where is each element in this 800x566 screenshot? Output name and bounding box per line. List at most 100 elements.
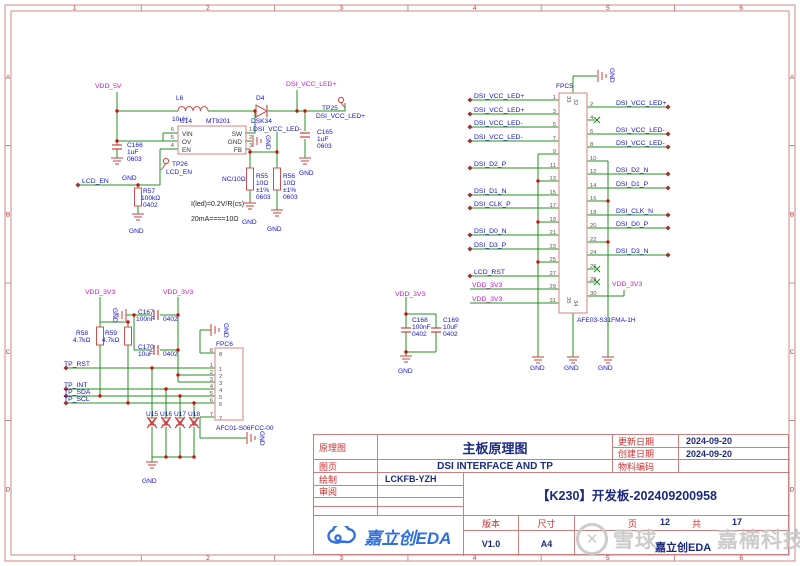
- pin-number: 35: [565, 297, 571, 303]
- pin-number: 11: [550, 163, 556, 169]
- ground-label: GND: [142, 478, 157, 485]
- resistor-symbol: [96, 326, 104, 346]
- component-ref: LCD_EN: [166, 169, 192, 176]
- junction-dot: [192, 455, 196, 459]
- power-net-label: VDD_5V: [95, 83, 122, 90]
- frame-column-label: 2: [206, 5, 210, 12]
- net-label: TP_RST: [64, 361, 90, 368]
- frame-column-label: 1: [73, 555, 77, 562]
- component-ref: FPC6: [216, 341, 233, 348]
- inductor-symbol: [177, 105, 209, 112]
- component-ref: R58: [76, 330, 88, 337]
- pin-number: 13: [550, 176, 556, 182]
- power-net-label: DSI_VCC_LED+: [286, 81, 336, 88]
- pin-number: 1: [553, 95, 556, 101]
- pin-number: 23: [550, 244, 556, 250]
- pin-number: 6: [171, 127, 174, 133]
- net-port-marker: [467, 138, 473, 144]
- pin-number: 6: [219, 402, 222, 408]
- esd-diode-symbol: [161, 417, 171, 427]
- net-port-marker: [467, 165, 473, 171]
- power-net-label: VDD_3V3: [85, 289, 115, 296]
- pin-name: FB: [234, 147, 242, 154]
- ground-label: GND: [264, 135, 271, 150]
- frame-column-label: 3: [339, 5, 343, 12]
- pin-number: 18: [590, 210, 596, 216]
- junction-dot: [176, 373, 180, 377]
- component-ref: TP26: [172, 161, 188, 168]
- net-label: TP_INT: [64, 382, 87, 389]
- company-name: 嘉立创EDA: [655, 542, 712, 554]
- component-ref: U15: [146, 411, 158, 418]
- component-ref: ±1%: [283, 187, 296, 194]
- junction-dot: [248, 150, 252, 154]
- component-ref: 1uF: [127, 149, 138, 156]
- net-label: DSI_VCC_LED-: [474, 134, 523, 141]
- pin-number: 22: [590, 237, 596, 243]
- component-ref: R55: [256, 173, 268, 180]
- pin-number: 26: [590, 264, 596, 270]
- pin-number: 4: [210, 384, 214, 390]
- pin-number: 20: [590, 223, 596, 229]
- pin-number: 2: [249, 135, 252, 141]
- component-ref: C169: [443, 317, 459, 324]
- dnp-x-mark: [146, 416, 158, 429]
- pin-number: 33: [565, 96, 571, 102]
- component-ref: 4.7kΩ: [73, 337, 90, 344]
- junction-dot: [606, 240, 610, 244]
- frame-row-label: B: [6, 211, 10, 218]
- pin-number: 2: [219, 374, 222, 380]
- titleblock-empty-cell: [314, 497, 377, 506]
- net-port-marker: [665, 131, 671, 137]
- component-ref: 0402: [163, 316, 178, 323]
- titleblock-label-updated: 更新日期: [612, 435, 678, 447]
- junction-dot: [606, 199, 610, 203]
- pin-number: 29: [550, 284, 556, 290]
- net-label: DSI_D2_N: [616, 167, 649, 174]
- junction-dot: [536, 260, 540, 264]
- pin-number: 4: [590, 115, 594, 121]
- pin-number: 27: [550, 271, 556, 277]
- frame-row-label: D: [6, 486, 11, 493]
- net-label: DSI_VCC_LED-: [253, 126, 302, 133]
- titleblock-label-drawn: 绘制: [314, 472, 377, 485]
- titleblock-label-page: 图页: [314, 459, 377, 472]
- titleblock-updated-date: 2024-09-20: [678, 435, 790, 447]
- component-ref: 0402: [143, 202, 158, 209]
- component-ref: 0603: [127, 156, 142, 163]
- titleblock-label-sheet-type: 原理图: [319, 442, 347, 453]
- component-ref: 10uH: [172, 116, 188, 123]
- frame-column-label: 5: [606, 555, 610, 562]
- net-label: DSI_CLK_N: [616, 208, 653, 215]
- junction-dot: [536, 220, 540, 224]
- net-label: DSI_CLK_P: [474, 201, 511, 208]
- page-word: 页: [628, 519, 638, 529]
- ground-label: GND: [564, 365, 579, 372]
- frame-column-label: 5: [606, 5, 610, 12]
- ground-label: GND: [299, 170, 314, 177]
- power-net-label: VDD_3V3: [612, 281, 642, 288]
- titleblock-label-size: 尺寸: [518, 515, 574, 530]
- component-ref: C167: [138, 309, 154, 316]
- component-ref: ±1%: [256, 187, 269, 194]
- pin-number: 16: [590, 196, 596, 202]
- pin-number: 24: [590, 250, 597, 256]
- frame-row-label: C: [6, 349, 11, 356]
- titleblock-title: 主板原理图: [377, 435, 612, 459]
- pin-number: 31: [550, 298, 556, 304]
- net-port-marker: [75, 182, 81, 188]
- component-ref: 10uF: [138, 351, 153, 358]
- frame-row-label: B: [790, 211, 794, 218]
- component-ref: FPC5: [556, 83, 573, 90]
- ground-label: GND: [608, 68, 615, 83]
- net-port-marker: [467, 246, 473, 252]
- net-port-marker: [467, 273, 473, 279]
- component-ref: 0402: [163, 351, 178, 358]
- frame-column-label: 2: [206, 555, 210, 562]
- junction-dot: [536, 179, 540, 183]
- titleblock-empty-cell: [377, 497, 463, 506]
- no-connect-x: [593, 278, 601, 286]
- frame-row-label: A: [6, 74, 11, 81]
- pin-number: 7: [553, 136, 556, 142]
